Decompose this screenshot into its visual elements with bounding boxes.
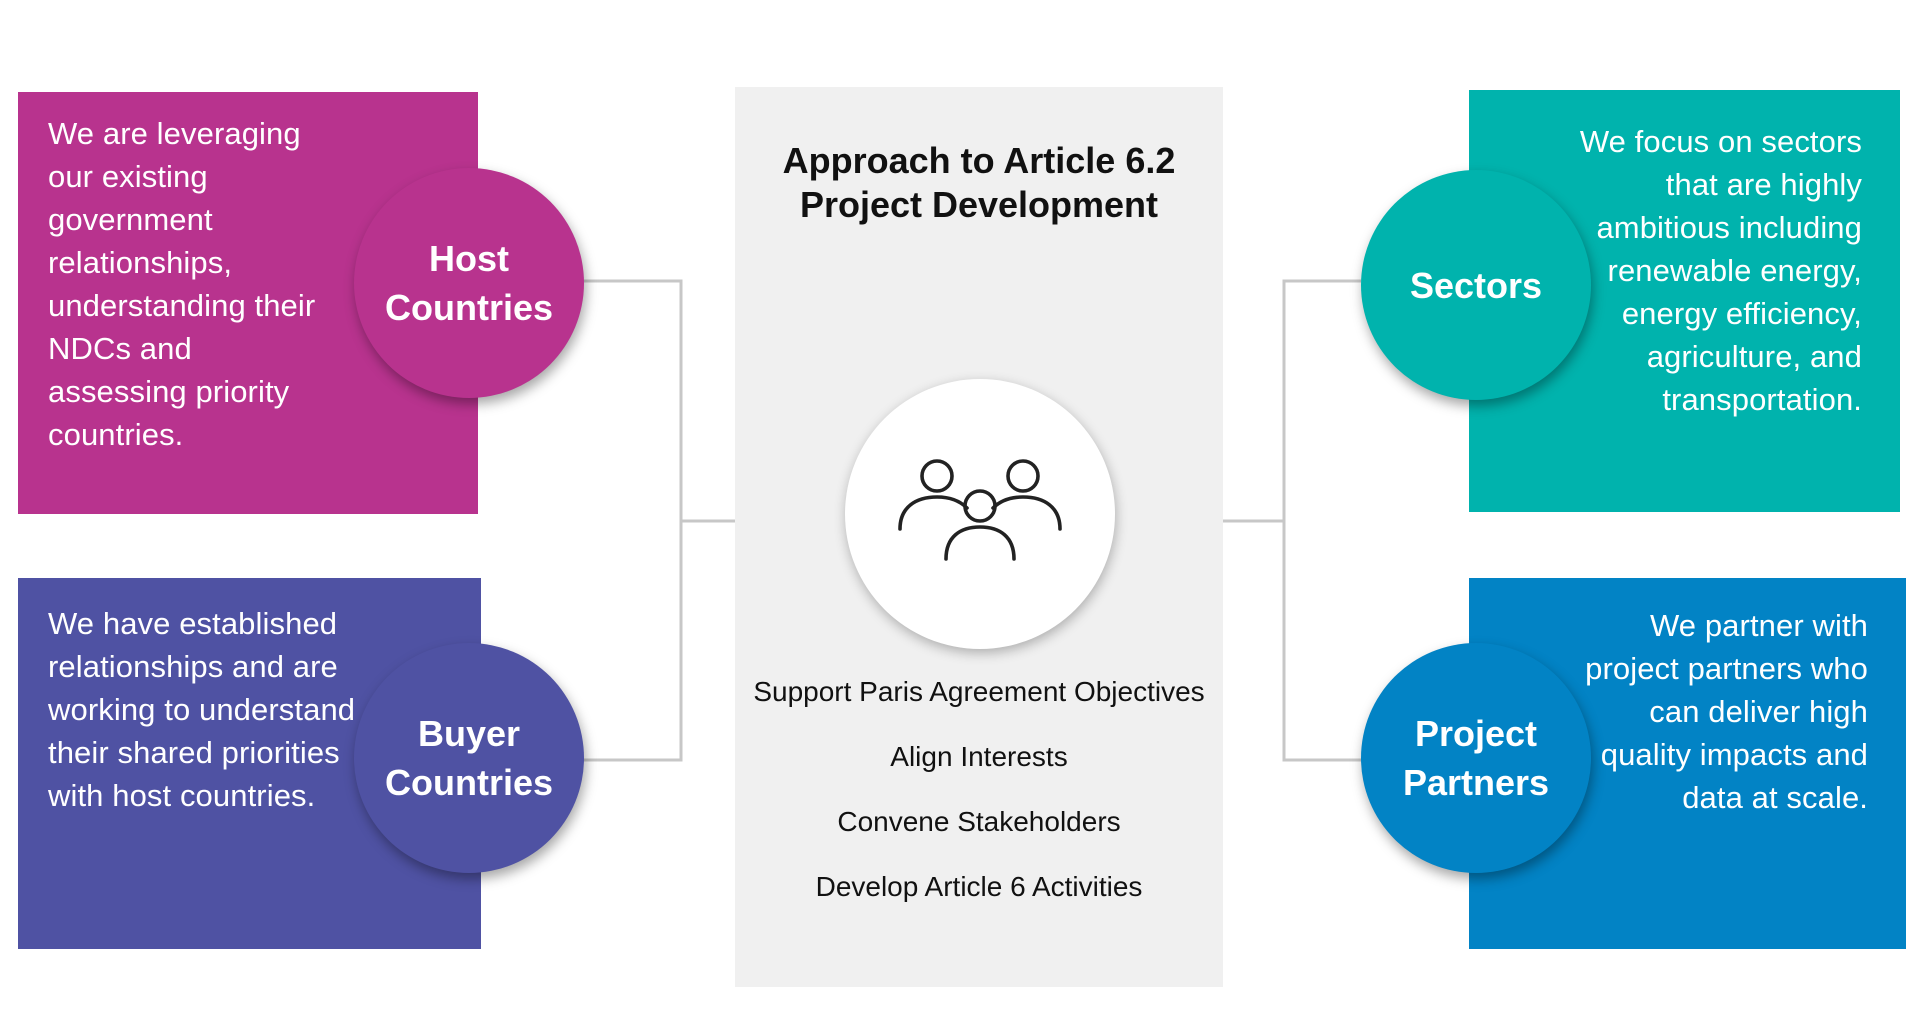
sectors-description: We focus on sectors that are highly ambi…: [1579, 124, 1862, 417]
project-partners-label: Project Partners: [1402, 713, 1550, 803]
sectors-circle: Sectors: [1361, 170, 1591, 400]
center-item-support-paris: Support Paris Agreement Objectives: [753, 676, 1205, 707]
people-icon-circle: [845, 379, 1115, 649]
center-title: Approach to Article 6.2 Project Developm…: [782, 140, 1176, 225]
left-connector: [582, 279, 735, 762]
center-items-list: Support Paris Agreement Objectives Align…: [735, 672, 1223, 932]
center-panel: Approach to Article 6.2 Project Developm…: [735, 87, 1223, 987]
center-item-convene-stakeholders: Convene Stakeholders: [837, 806, 1121, 837]
project-partners-description: We partner with project partners who can…: [1585, 608, 1868, 815]
sectors-label: Sectors: [1409, 264, 1543, 306]
host-countries-circle: Host Countries: [354, 168, 584, 398]
buyer-countries-label: Buyer Countries: [384, 713, 553, 803]
center-item-align-interests: Align Interests: [890, 741, 1068, 772]
buyer-countries-circle: Buyer Countries: [354, 643, 584, 873]
right-connector: [1223, 279, 1361, 762]
people-group-icon: [898, 459, 1062, 561]
host-countries-label: Host Countries: [384, 238, 553, 328]
project-partners-circle: Project Partners: [1361, 643, 1591, 873]
project-partners-box: We partner with project partners who can…: [1469, 578, 1906, 949]
buyer-countries-description: We have established relationships and ar…: [48, 606, 356, 813]
host-countries-description: We are leveraging our existing governmen…: [48, 116, 316, 452]
center-item-develop-activities: Develop Article 6 Activities: [815, 871, 1143, 902]
